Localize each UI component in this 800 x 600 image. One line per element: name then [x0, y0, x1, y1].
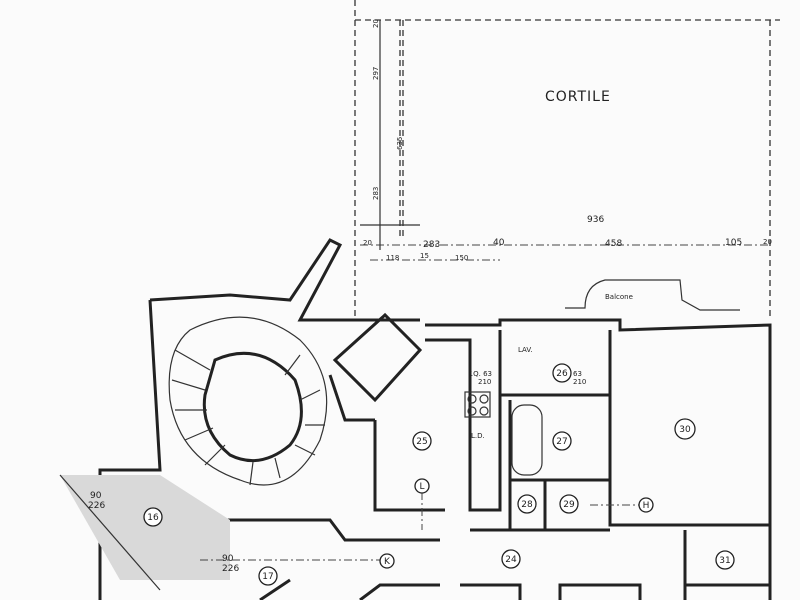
svg-text:16: 16 — [147, 513, 159, 523]
room-26: 26 — [552, 363, 572, 383]
door-63-label: 63 — [573, 370, 582, 378]
svg-text:31: 31 — [719, 556, 730, 566]
light-well — [332, 312, 423, 403]
dim-20-left: 20 — [363, 239, 372, 247]
room-17: 17 — [258, 566, 278, 586]
svg-text:29: 29 — [563, 500, 575, 510]
dim-118: 118 — [386, 254, 399, 262]
dim-283: 283 — [423, 240, 440, 250]
balcony-label: Balcone — [605, 293, 633, 301]
svg-text:26: 26 — [556, 369, 568, 379]
room-31: 31 — [715, 550, 735, 570]
svg-text:L: L — [419, 482, 424, 492]
room-24: 24 — [501, 549, 521, 569]
dim-20-right: 20 — [763, 238, 772, 246]
courtyard-label: CORTILE — [545, 89, 611, 105]
dim-150: 150 — [455, 254, 468, 262]
svg-text:28: 28 — [521, 500, 533, 510]
lav-label: LAV. — [518, 346, 533, 354]
stair-ratio2-bottom: 226 — [222, 564, 239, 574]
stove — [464, 391, 491, 418]
room-29: 29 — [559, 494, 579, 514]
dim-105: 105 — [725, 238, 742, 248]
room-25: 25 — [412, 431, 432, 451]
dim-40: 40 — [493, 238, 505, 248]
fq-height: 210 — [478, 378, 491, 386]
dim-297: 297 — [372, 67, 380, 80]
stair-ratio2-top: 90 — [222, 554, 234, 564]
dim-20-vert: 20 — [372, 19, 380, 28]
room-30: 30 — [674, 418, 696, 440]
svg-text:K: K — [384, 557, 391, 567]
marker-k: K — [379, 553, 395, 569]
marker-h: H — [638, 497, 654, 513]
svg-text:H: H — [643, 501, 650, 511]
dim-283-vert: 283 — [372, 187, 380, 200]
marker-l: L — [414, 478, 430, 494]
fq-label: F.Q. 63 — [468, 370, 492, 378]
dim-936: 936 — [587, 215, 604, 225]
stair-ratio-bottom: 226 — [88, 501, 105, 511]
balcony-outline — [565, 279, 740, 311]
courtyard-outline — [354, 0, 780, 320]
svg-text:30: 30 — [679, 425, 691, 435]
dim-15: 15 — [420, 252, 429, 260]
svg-text:25: 25 — [416, 437, 427, 447]
walls — [98, 238, 772, 600]
svg-text:27: 27 — [556, 437, 567, 447]
dim-635: 635 — [396, 137, 404, 150]
stair-ratio-top: 90 — [90, 491, 102, 501]
svg-text:17: 17 — [262, 572, 273, 582]
ld-label: L.D. — [471, 432, 485, 440]
svg-text:24: 24 — [505, 555, 517, 565]
bathtub — [511, 404, 543, 476]
dimension-lines — [360, 20, 770, 261]
dim-458: 458 — [605, 239, 622, 249]
hatched-stair-area — [60, 475, 230, 580]
room-16: 16 — [143, 507, 163, 527]
room-28: 28 — [517, 494, 537, 514]
door-63-height: 210 — [573, 378, 586, 386]
stair-diagonal — [59, 474, 161, 591]
spiral-staircase — [168, 316, 328, 486]
room-27: 27 — [552, 431, 572, 451]
